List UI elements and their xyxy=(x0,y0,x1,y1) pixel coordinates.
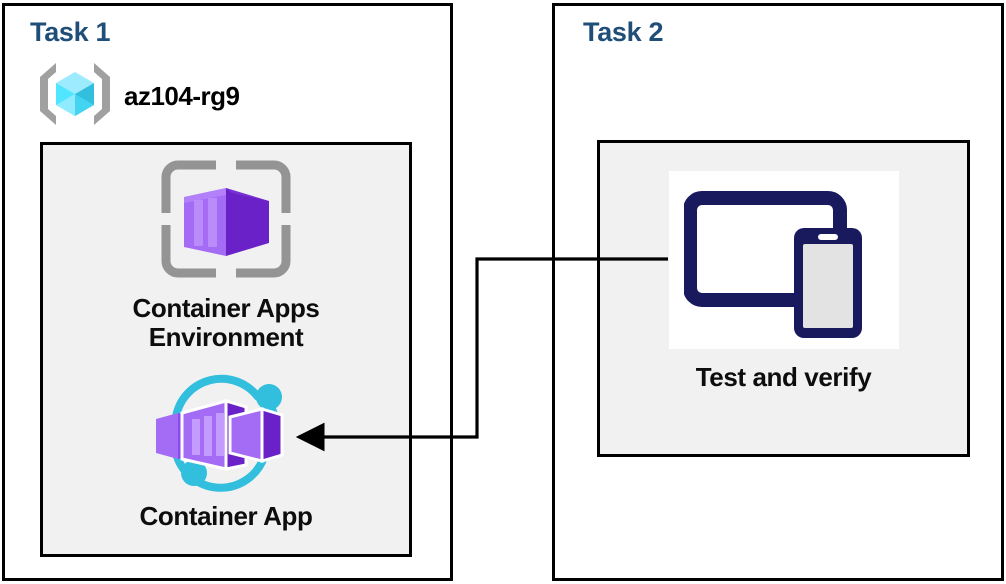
resource-group-label: az104-rg9 xyxy=(124,81,240,111)
test-and-verify-label: Test and verify xyxy=(695,362,872,392)
container-app-dot-bottom xyxy=(181,460,207,486)
container-app-node: Container App xyxy=(43,373,409,531)
test-and-verify-box: Test and verify xyxy=(597,140,970,457)
container-apps-environment-label: Container Apps Environment xyxy=(132,293,320,353)
container-app-icon xyxy=(146,373,306,498)
container-app-dot-top xyxy=(256,384,282,410)
container-apps-environment-node: Container Apps Environment xyxy=(43,155,409,352)
container-app-label: Container App xyxy=(139,501,313,531)
devices-tablet-phone-icon xyxy=(668,171,899,349)
test-and-verify-node: Test and verify xyxy=(600,171,967,392)
task-2-title: Task 2 xyxy=(583,17,664,47)
container-apps-environment-box: Container Apps Environment xyxy=(40,142,412,557)
container-apps-environment-icon xyxy=(156,155,296,288)
resource-group-row: az104-rg9 xyxy=(36,59,240,134)
azure-resource-group-icon xyxy=(36,59,114,134)
task-1-title: Task 1 xyxy=(30,17,111,47)
